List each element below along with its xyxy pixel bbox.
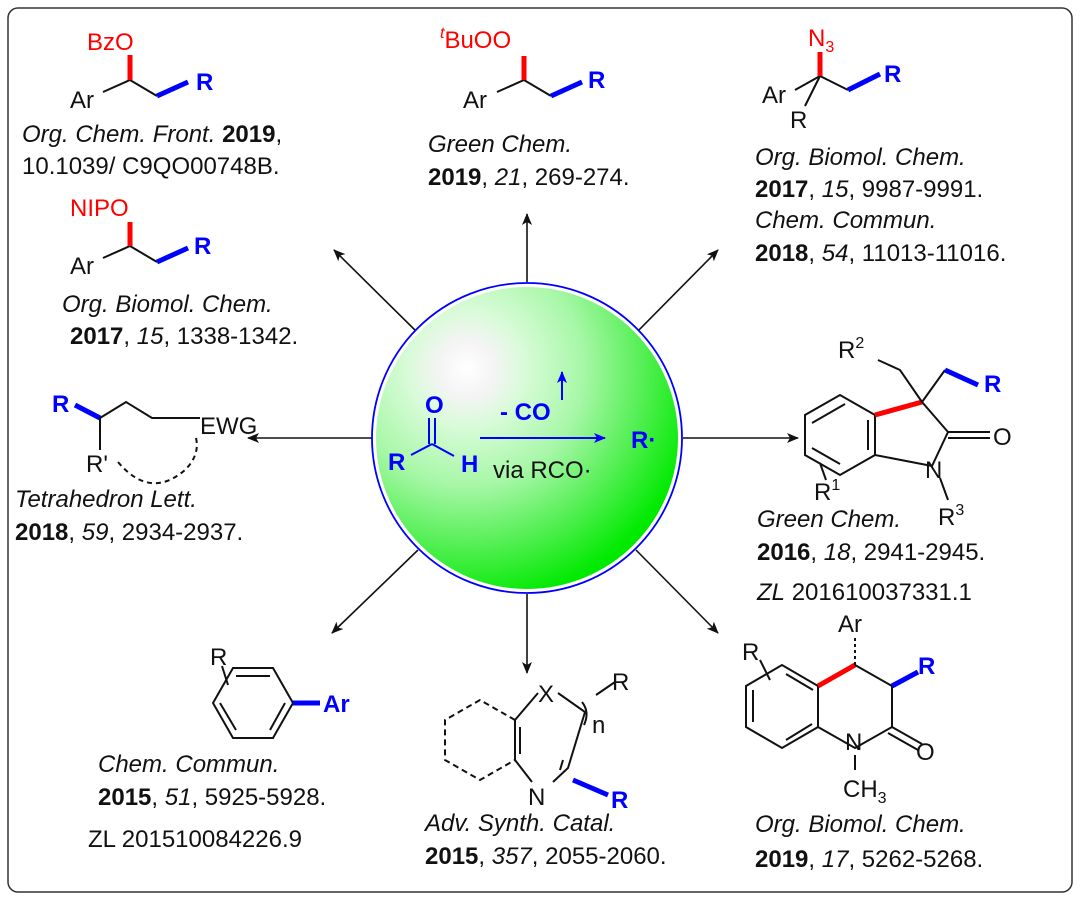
svg-text:R: R <box>194 233 211 260</box>
product-oxindole: R2 R O N R1 R3 Green Chem. 2016, 18, 294… <box>756 335 1012 606</box>
svg-text:EWG: EWG <box>200 413 257 440</box>
svg-text:R2: R2 <box>838 335 864 364</box>
svg-text:O: O <box>993 424 1012 451</box>
svg-text:Ar: Ar <box>323 691 350 718</box>
reaction-arrows <box>247 213 799 674</box>
citation-bzo: Org. Chem. Front. 2019, <box>22 121 282 148</box>
product-arene: R Ar Chem. Commun. 2015, 51, 5925-5928. … <box>88 644 350 853</box>
citation-nipo-journal: Org. Biomol. Chem. <box>62 291 273 318</box>
citation-nipo: 2017, 15, 1338-1342. <box>70 323 298 350</box>
arrow-up-left <box>333 249 421 336</box>
svg-text:n: n <box>592 712 605 739</box>
svg-text:Tetrahedron Lett.: Tetrahedron Lett. <box>15 486 197 513</box>
arrow-down-right <box>635 549 719 634</box>
svg-text:N3: N3 <box>808 25 834 56</box>
svg-text:2016, 18, 2941-2945.: 2016, 18, 2941-2945. <box>757 539 985 566</box>
svg-text:R: R <box>52 391 69 418</box>
svg-text:2018, 59, 2934-2937.: 2018, 59, 2934-2937. <box>15 519 243 546</box>
svg-text:Chem. Commun.: Chem. Commun. <box>755 207 936 234</box>
svg-text:R: R <box>984 371 1001 398</box>
alkyl-radical-label: R· <box>631 427 656 454</box>
svg-text:O: O <box>916 739 935 766</box>
svg-text:tBuOO: tBuOO <box>440 25 511 54</box>
svg-text:Green Chem.: Green Chem. <box>757 506 901 533</box>
svg-text:N: N <box>528 784 545 811</box>
svg-text:2017, 15, 9987-9991.: 2017, 15, 9987-9991. <box>755 176 983 203</box>
aldehyde-o: O <box>425 392 444 419</box>
svg-text:Ar: Ar <box>762 82 786 109</box>
product-nipo: NIPO Ar R Org. Biomol. Chem. 2017, 15, 1… <box>62 195 298 350</box>
svg-text:X: X <box>538 681 554 708</box>
svg-text:N: N <box>925 457 942 484</box>
svg-text:2019, 17, 5262-5268.: 2019, 17, 5262-5268. <box>755 846 983 873</box>
citation-peroxide: 2019, 21, 269-274. <box>428 164 630 191</box>
product-peroxide: tBuOO Ar R Green Chem. 2019, 21, 269-274… <box>428 25 630 191</box>
svg-text:Green Chem.: Green Chem. <box>428 131 572 158</box>
svg-text:Ar: Ar <box>70 87 94 114</box>
svg-text:R: R <box>611 787 628 814</box>
svg-text:2015, 357, 2055-2060.: 2015, 357, 2055-2060. <box>425 843 667 870</box>
product-heteroarene: X n R N R Adv. Synth. Catal. 2015, 357, … <box>423 669 667 870</box>
arrow-down-left <box>331 549 419 634</box>
svg-text:R: R <box>884 61 901 88</box>
svg-text:R3: R3 <box>938 502 964 531</box>
svg-text:R: R <box>790 107 807 134</box>
svg-text:Ar: Ar <box>463 87 487 114</box>
svg-text:Chem. Commun.: Chem. Commun. <box>98 751 279 778</box>
svg-text:Org. Biomol. Chem.: Org. Biomol. Chem. <box>755 144 966 171</box>
citation-bzo-doi: 10.1039/ C9QO00748B. <box>22 153 280 180</box>
aldehyde-structure: R O H <box>388 392 478 478</box>
product-azide: N3 Ar R R Org. Biomol. Chem. 2017, 15, 9… <box>755 25 1006 267</box>
product-alkyl-ewg: R EWG R' Tetrahedron Lett. 2018, 59, 293… <box>15 391 257 546</box>
svg-text:Ar: Ar <box>70 253 94 280</box>
svg-text:ZL 201510084226.9: ZL 201510084226.9 <box>88 826 302 853</box>
svg-text:2015, 51, 5925-5928.: 2015, 51, 5925-5928. <box>98 784 326 811</box>
svg-text:R': R' <box>86 451 108 478</box>
center-sphere: R O H - CO via RCO· R· <box>371 282 683 594</box>
svg-text:R: R <box>588 67 605 94</box>
svg-text:Org. Biomol. Chem.: Org. Biomol. Chem. <box>755 811 966 838</box>
svg-text:BzO: BzO <box>87 29 134 56</box>
aldehyde-h: H <box>461 451 478 478</box>
svg-text:ZL 201610037331.1: ZL 201610037331.1 <box>756 579 972 606</box>
arrow-up-right <box>633 249 719 336</box>
svg-text:R: R <box>742 639 759 666</box>
svg-text:2018, 54, 11013-11016.: 2018, 54, 11013-11016. <box>755 240 1006 267</box>
svg-text:R: R <box>196 69 213 96</box>
svg-text:Adv. Synth. Catal.: Adv. Synth. Catal. <box>423 810 615 837</box>
aldehyde-r: R <box>388 449 405 476</box>
svg-text:R: R <box>918 653 935 680</box>
product-quinolinone: Ar R R N O CH3 Org. Biomol. Chem. 2019, … <box>742 611 983 873</box>
product-bzo: BzO Ar R Org. Chem. Front. 2019, 10.1039… <box>22 29 282 180</box>
svg-text:R1: R1 <box>814 477 840 506</box>
via-acyl-radical-label: via RCO· <box>493 457 592 484</box>
svg-text:R: R <box>612 669 629 696</box>
svg-text:R: R <box>210 644 227 671</box>
svg-text:N: N <box>845 729 862 756</box>
svg-text:CH3: CH3 <box>843 776 887 807</box>
svg-text:NIPO: NIPO <box>70 195 129 222</box>
minus-co-label: - CO <box>500 399 551 426</box>
svg-text:Ar: Ar <box>838 611 862 638</box>
